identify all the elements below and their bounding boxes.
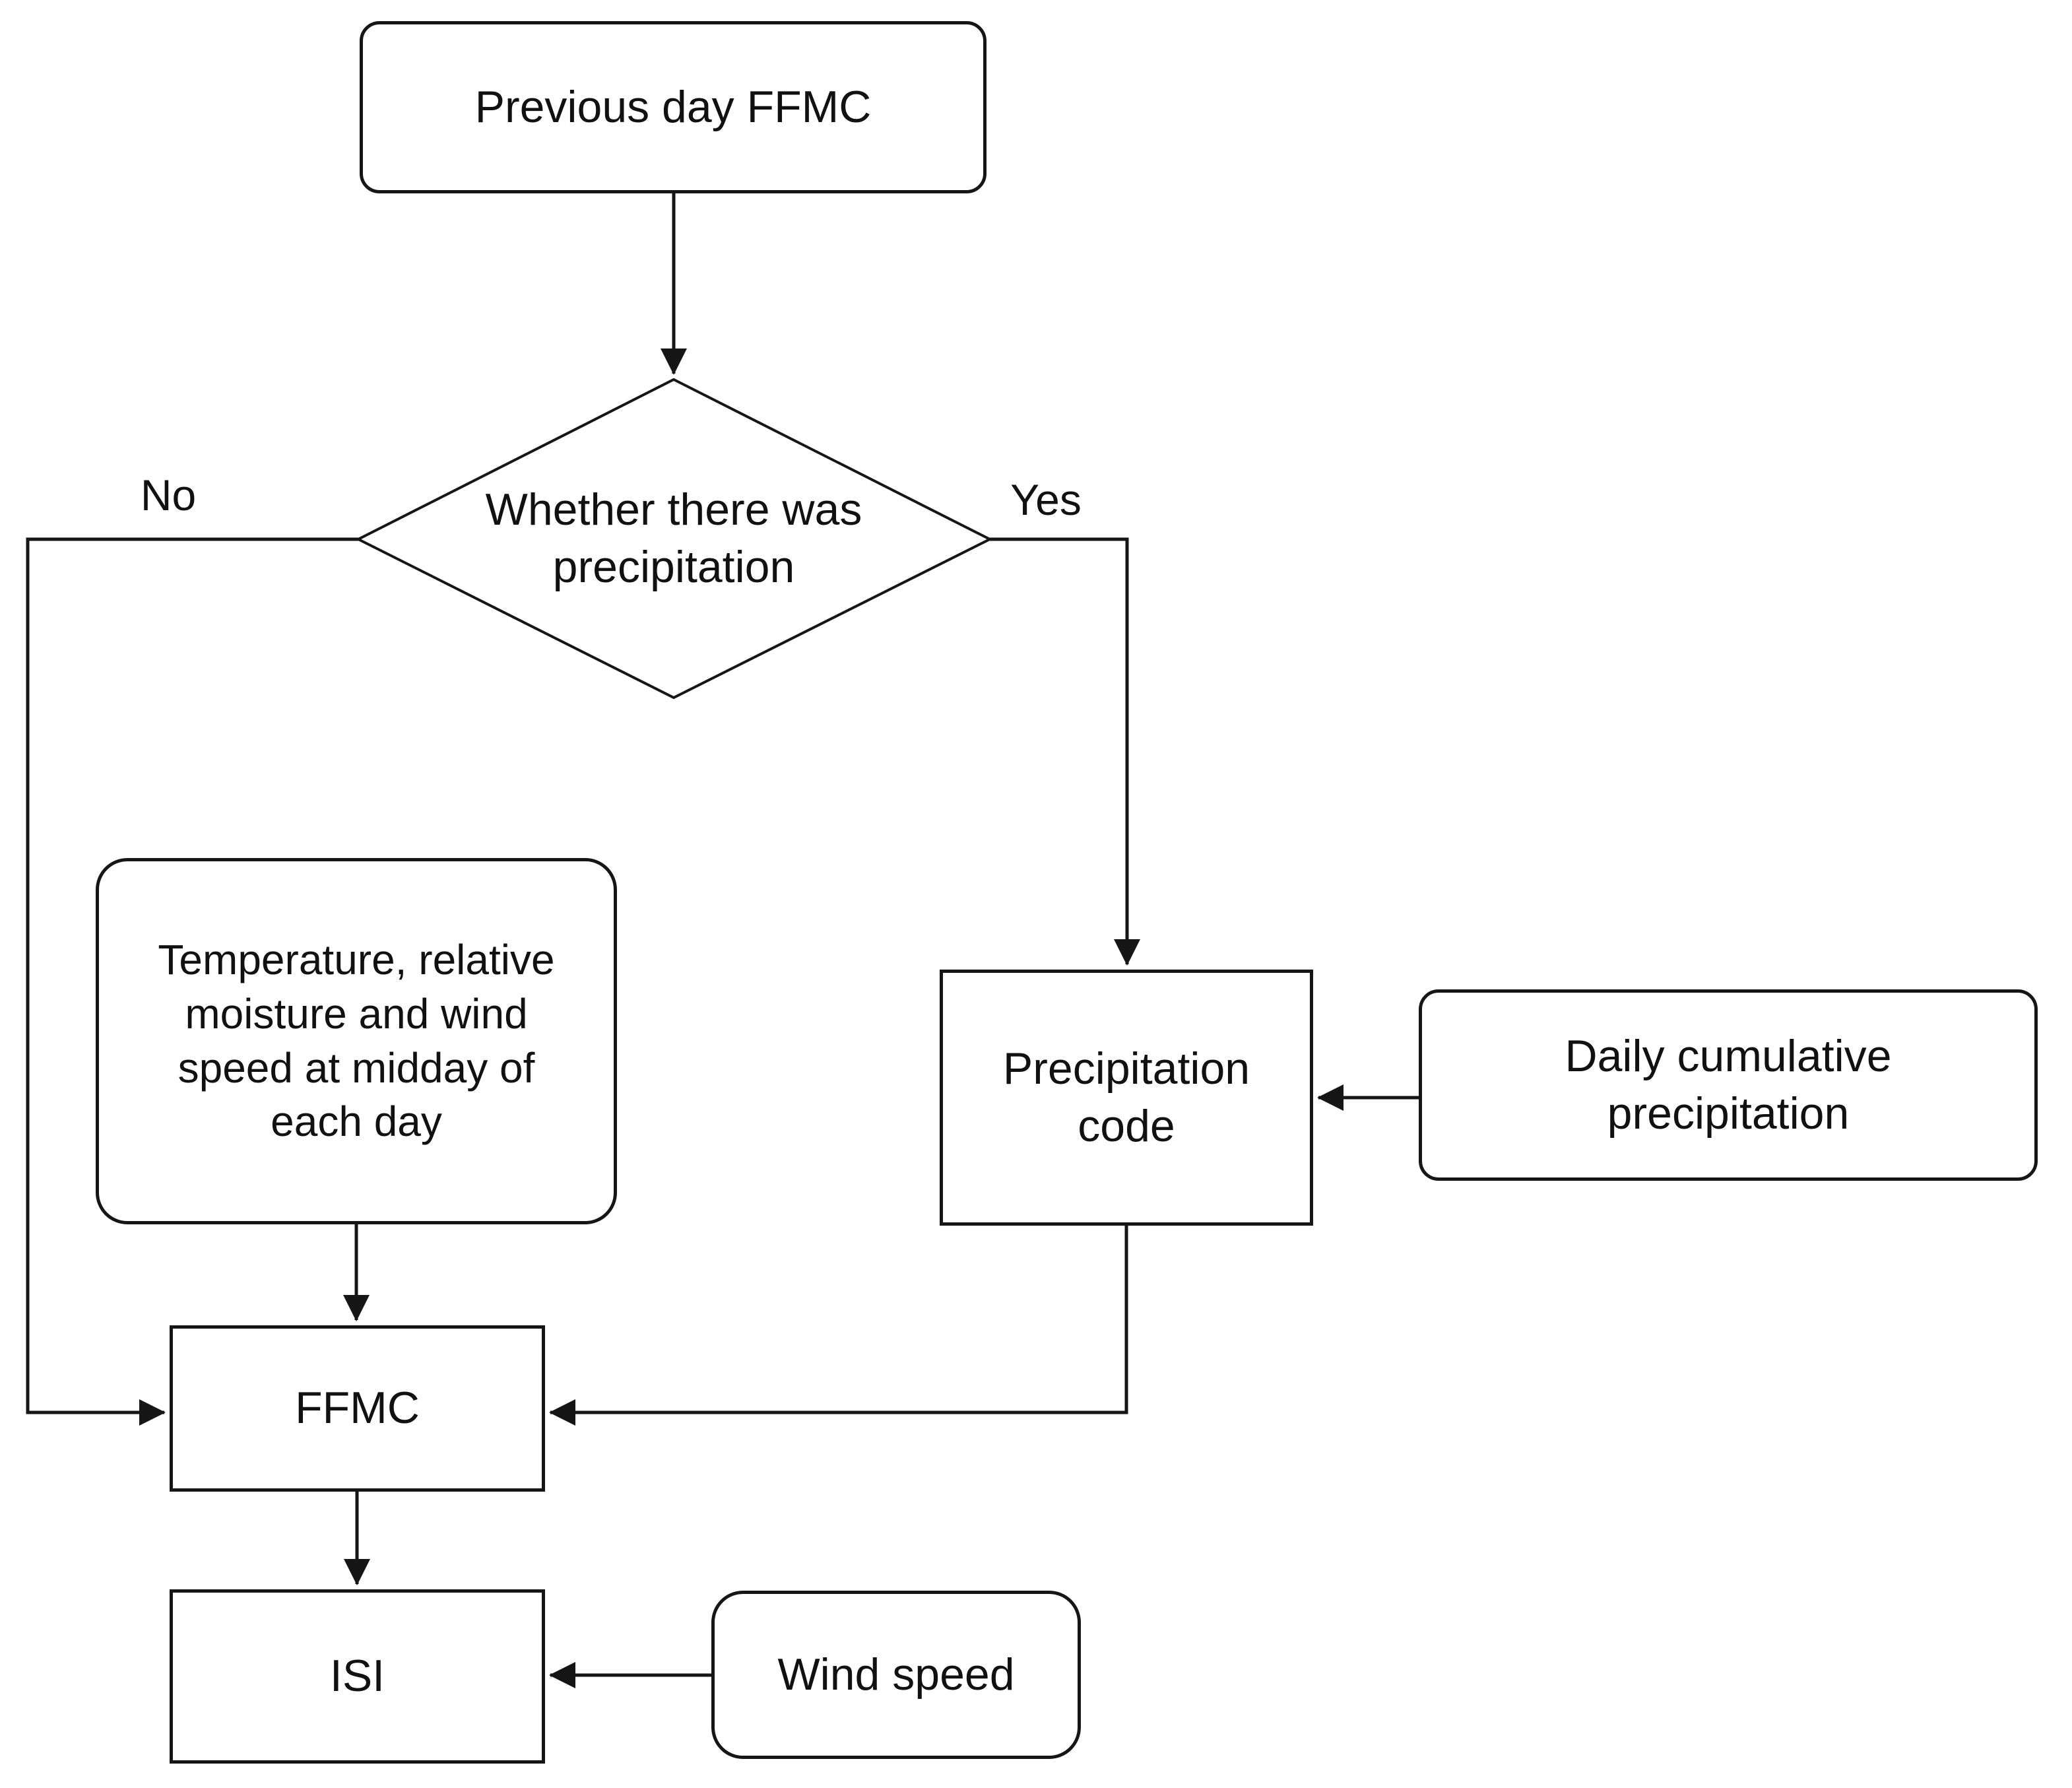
- node-previous-day-ffmc: Previous day FFMC: [360, 21, 987, 193]
- node-previous-day-ffmc-label: Previous day FFMC: [474, 81, 872, 132]
- decision-diamond-shape: [355, 378, 993, 700]
- node-precipitation-decision: Whether there was precipitation: [410, 456, 938, 621]
- node-precipitation-code-label: Precipitation code: [1002, 1043, 1250, 1151]
- connector-decision-yes-to-precipcode: [990, 537, 1140, 966]
- connector-precipcode-to-ffmc: [549, 1226, 1128, 1426]
- node-temperature-inputs-label: Temperature, relative moisture and wind …: [158, 935, 555, 1146]
- node-ffmc: FFMC: [170, 1325, 545, 1492]
- connector-decision-no-to-ffmc: [26, 537, 358, 1426]
- edge-label-yes: Yes: [1010, 475, 1082, 524]
- node-wind-speed-label: Wind speed: [777, 1649, 1015, 1700]
- edge-label-no: No: [140, 471, 197, 519]
- node-isi-label: ISI: [329, 1651, 385, 1702]
- node-ffmc-label: FFMC: [295, 1383, 420, 1434]
- node-daily-cumulative-precipitation: Daily cumulative precipitation: [1419, 989, 2038, 1181]
- node-daily-cumulative-precipitation-label: Daily cumulative precipitation: [1565, 1030, 1892, 1139]
- node-temperature-inputs: Temperature, relative moisture and wind …: [96, 858, 617, 1224]
- node-isi: ISI: [170, 1589, 545, 1764]
- node-precipitation-decision-label: Whether there was precipitation: [485, 484, 862, 592]
- node-precipitation-code: Precipitation code: [940, 970, 1313, 1226]
- node-wind-speed: Wind speed: [711, 1591, 1081, 1759]
